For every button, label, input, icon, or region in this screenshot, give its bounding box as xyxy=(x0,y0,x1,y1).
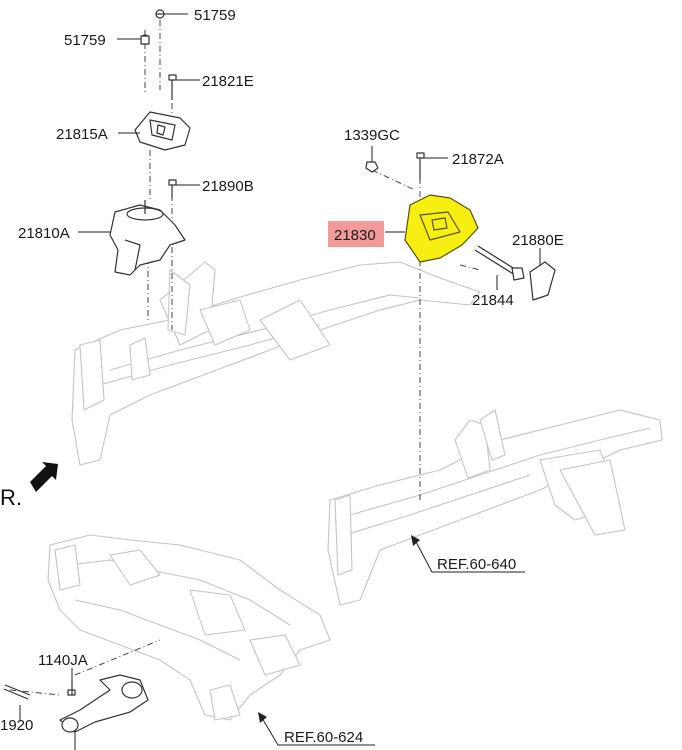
nut-51759-top xyxy=(155,9,165,19)
ref-624-arrowhead xyxy=(258,712,267,723)
label-1920[interactable]: 1920 xyxy=(0,717,33,734)
bolt-21890B xyxy=(168,179,177,198)
roll-rod-mount xyxy=(59,674,149,733)
front-side-member-frame xyxy=(71,261,481,466)
center-lines xyxy=(9,20,481,696)
label-ref-60-640[interactable]: REF.60-640 xyxy=(437,556,516,573)
engine-mount-21810A xyxy=(109,200,186,276)
bolt-1140JA xyxy=(67,680,76,696)
transmission-mount-bracket-21830[interactable] xyxy=(404,194,479,263)
bolt-21821E xyxy=(168,74,177,100)
cover-21880E xyxy=(529,261,556,301)
label-21890B[interactable]: 21890B xyxy=(202,178,254,195)
bolt-1920 xyxy=(3,684,31,700)
label-21880E[interactable]: 21880E xyxy=(512,232,564,249)
label-21844[interactable]: 21844 xyxy=(472,292,514,309)
label-21821E[interactable]: 21821E xyxy=(202,73,254,90)
leader-lines xyxy=(19,13,541,750)
label-ref-60-624[interactable]: REF.60-624 xyxy=(284,729,363,746)
sub-frame xyxy=(47,534,331,721)
label-front-direction: R. xyxy=(0,485,22,510)
nut-51759-left xyxy=(140,34,150,45)
bolt-21872A xyxy=(416,152,425,180)
label-51759-top[interactable]: 51759 xyxy=(194,7,236,24)
nut-1339GC xyxy=(365,161,379,173)
rear-side-member-frame xyxy=(327,409,663,606)
label-1339GC[interactable]: 1339GC xyxy=(344,127,400,144)
label-51759-left[interactable]: 51759 xyxy=(64,32,106,49)
label-21872A[interactable]: 21872A xyxy=(452,151,504,168)
label-21815A[interactable]: 21815A xyxy=(56,126,108,143)
label-21810A[interactable]: 21810A xyxy=(18,225,70,242)
ref-640-arrowhead xyxy=(411,535,420,546)
label-21830[interactable]: 21830 xyxy=(334,227,376,244)
arrow-down-left-icon xyxy=(30,462,58,492)
bracket-21815A xyxy=(134,111,191,151)
label-21830-highlight xyxy=(328,221,384,247)
label-1140JA[interactable]: 1140JA xyxy=(38,652,88,669)
bolt-21844 xyxy=(474,245,525,281)
